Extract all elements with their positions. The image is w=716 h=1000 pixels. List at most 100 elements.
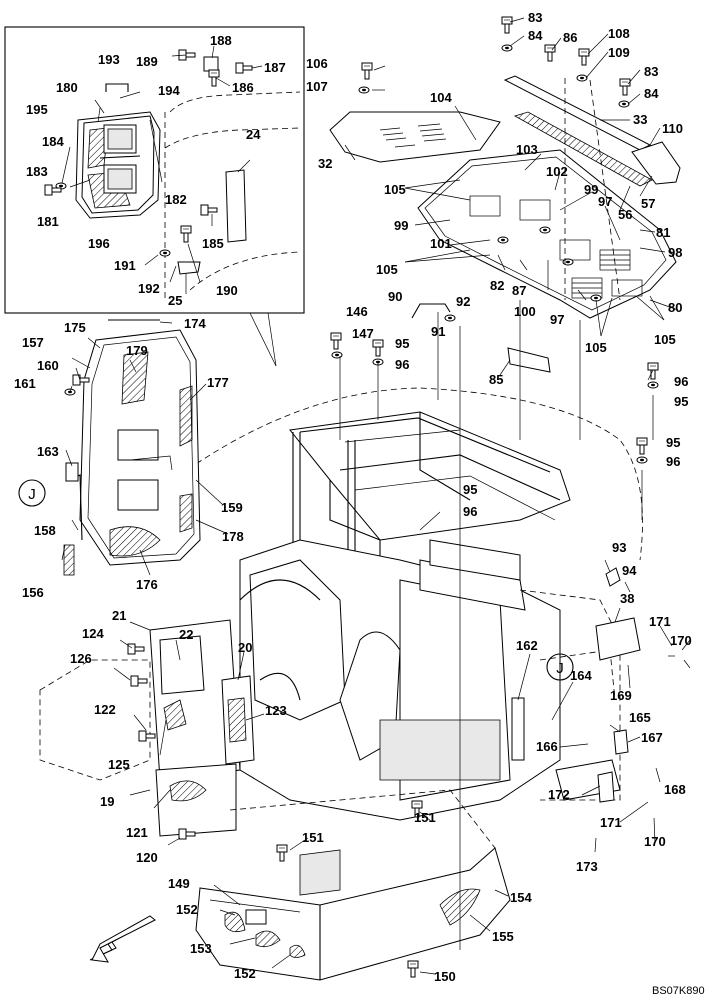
part-label: 25: [168, 293, 182, 308]
part-label: 194: [158, 83, 180, 98]
part-label: 95: [463, 482, 477, 497]
part-label: 153: [190, 941, 212, 956]
part-label: 38: [620, 591, 634, 606]
part-label: 192: [138, 281, 160, 296]
detail-marker-j-left: J: [18, 479, 46, 507]
part-label: 155: [492, 929, 514, 944]
part-label: 147: [352, 326, 374, 341]
floor-plate-assembly: [329, 75, 681, 373]
part-label: 188: [210, 33, 232, 48]
part-label: 191: [114, 258, 136, 273]
part-label: 184: [42, 134, 64, 149]
part-label: 99: [394, 218, 408, 233]
part-label: 102: [546, 164, 568, 179]
part-label: 150: [434, 969, 456, 984]
part-label: 182: [165, 192, 187, 207]
part-label: 190: [216, 283, 238, 298]
part-label: 96: [395, 357, 409, 372]
part-label: 100: [514, 304, 536, 319]
part-label: 105: [376, 262, 398, 277]
part-label: 170: [670, 633, 692, 648]
part-label: 195: [26, 102, 48, 117]
front-direction-arrow-icon: [89, 915, 156, 963]
part-label: 156: [22, 585, 44, 600]
svg-text:J: J: [556, 660, 564, 677]
side-cover: [63, 319, 201, 576]
part-label: 57: [641, 196, 655, 211]
part-label: 83: [644, 64, 658, 79]
part-label: 126: [70, 651, 92, 666]
part-label: 94: [622, 563, 637, 578]
part-label: 84: [644, 86, 659, 101]
part-label: 164: [570, 668, 592, 683]
part-label: 22: [179, 627, 193, 642]
part-label: 104: [430, 90, 452, 105]
part-label: 81: [656, 225, 670, 240]
part-label: 174: [184, 316, 206, 331]
part-label: 83: [528, 10, 542, 25]
part-label: 120: [136, 850, 158, 865]
part-label: 21: [112, 608, 126, 623]
part-label: 161: [14, 376, 36, 391]
part-label: 98: [668, 245, 682, 260]
part-label: 179: [126, 343, 148, 358]
part-label: 152: [176, 902, 198, 917]
part-label: 169: [610, 688, 632, 703]
counterweight: [195, 789, 511, 981]
part-label: 19: [100, 794, 114, 809]
part-label: 178: [222, 529, 244, 544]
part-label: 121: [126, 825, 148, 840]
detail-inset: [4, 26, 305, 367]
part-label: 124: [82, 626, 104, 641]
part-label: 170: [644, 834, 666, 849]
part-label: 84: [528, 28, 543, 43]
part-label: 103: [516, 142, 538, 157]
part-label: 85: [489, 372, 503, 387]
part-label: 109: [608, 45, 630, 60]
part-label: 110: [662, 121, 683, 136]
part-label: 183: [26, 164, 48, 179]
part-label: 32: [318, 156, 332, 171]
part-label: 166: [536, 739, 558, 754]
part-label: 90: [388, 289, 402, 304]
part-label: 187: [264, 60, 286, 75]
part-label: 162: [516, 638, 538, 653]
part-label: 93: [612, 540, 626, 555]
part-label: 86: [563, 30, 577, 45]
part-label: 97: [550, 312, 564, 327]
leader-lines: [61, 17, 691, 975]
part-label: 152: [234, 966, 256, 981]
part-label: 171: [600, 815, 622, 830]
part-label: 108: [608, 26, 630, 41]
part-label: 87: [512, 283, 526, 298]
part-label: 158: [34, 523, 56, 538]
part-label: 186: [232, 80, 254, 95]
part-label: 177: [207, 375, 229, 390]
part-label: 56: [618, 207, 632, 222]
part-label: 95: [674, 394, 688, 409]
part-label: 163: [37, 444, 59, 459]
detail-marker-j-right: J: [546, 653, 574, 681]
figure-code: BS07K890: [652, 985, 705, 997]
svg-text:J: J: [28, 486, 36, 503]
part-label: 105: [654, 332, 676, 347]
part-label: 185: [202, 236, 224, 251]
part-label: 82: [490, 278, 504, 293]
part-label: 160: [37, 358, 59, 373]
part-label: 193: [98, 52, 120, 67]
part-label: 96: [674, 374, 688, 389]
part-label: 91: [431, 324, 445, 339]
part-label: 80: [668, 300, 682, 315]
part-label: 95: [666, 435, 680, 450]
part-label: 167: [641, 730, 663, 745]
part-label: 172: [548, 787, 570, 802]
part-label: 106: [306, 56, 328, 71]
part-label: 157: [22, 335, 44, 350]
part-label: 154: [510, 890, 532, 905]
part-label: 107: [306, 79, 328, 94]
part-label: 105: [384, 182, 406, 197]
lower-left-panels: [39, 619, 255, 840]
part-label: 96: [463, 504, 477, 519]
part-label: 24: [246, 127, 261, 142]
